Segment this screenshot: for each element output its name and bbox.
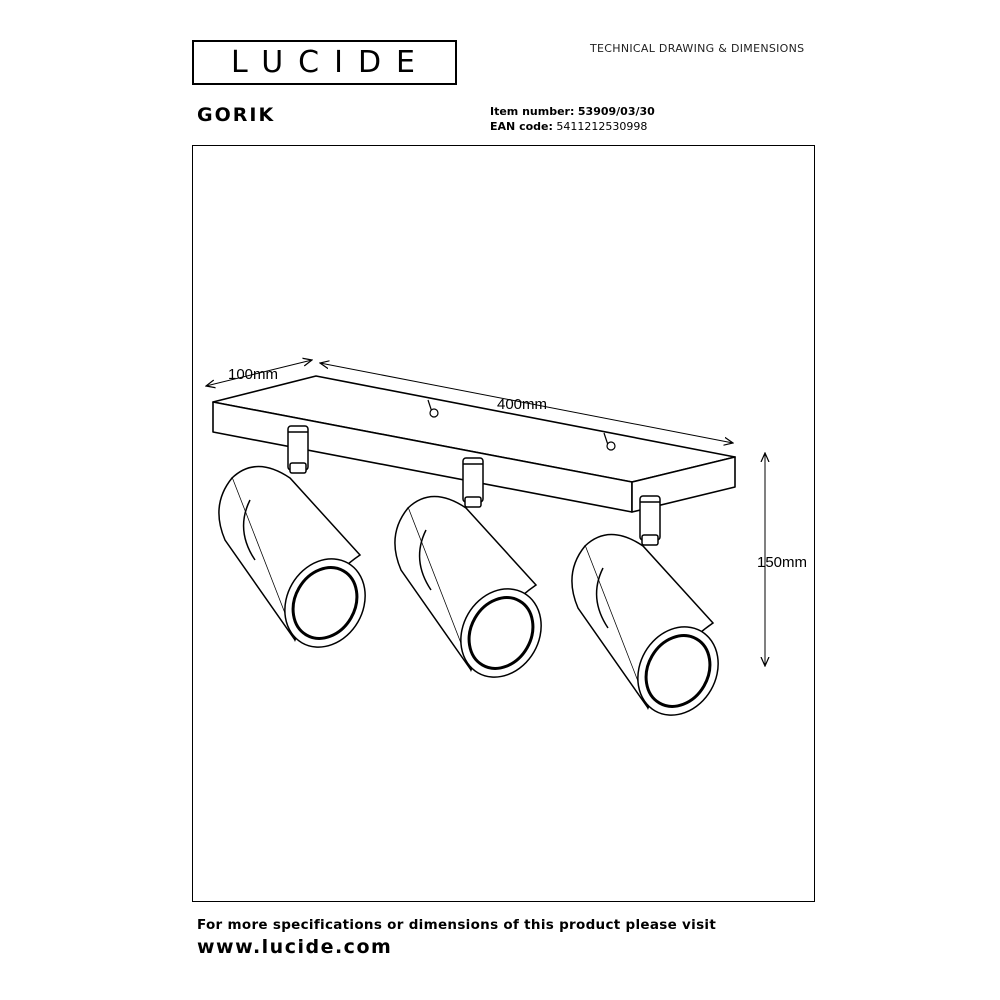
document-type-label: TECHNICAL DRAWING & DIMENSIONS	[590, 42, 805, 55]
length-dimension-label: 400mm	[497, 396, 547, 413]
item-info: Item number: 53909/03/30 EAN code: 54112…	[490, 104, 655, 134]
website-link[interactable]: www.lucide.com	[197, 936, 393, 958]
spotlight-2	[394, 457, 542, 678]
lucide-logo: LUCIDE	[192, 40, 457, 85]
spotlight-3	[571, 495, 719, 716]
spotlight-1	[218, 425, 366, 648]
ean-value: 5411212530998	[556, 120, 648, 133]
footer-note: For more specifications or dimensions of…	[197, 917, 717, 933]
product-name: GORIK	[197, 104, 276, 126]
logo-text: LUCIDE	[230, 45, 431, 80]
dimension-lines	[206, 360, 765, 666]
depth-dimension-label: 100mm	[228, 366, 278, 383]
ean-label: EAN code:	[490, 120, 553, 133]
item-number-value: 53909/03/30	[577, 105, 655, 118]
ean-row: EAN code: 5411212530998	[490, 119, 655, 134]
item-number-label: Item number:	[490, 105, 575, 118]
drawing-frame	[192, 145, 815, 902]
height-dimension-label: 150mm	[757, 554, 807, 571]
item-number-row: Item number: 53909/03/30	[490, 104, 655, 119]
